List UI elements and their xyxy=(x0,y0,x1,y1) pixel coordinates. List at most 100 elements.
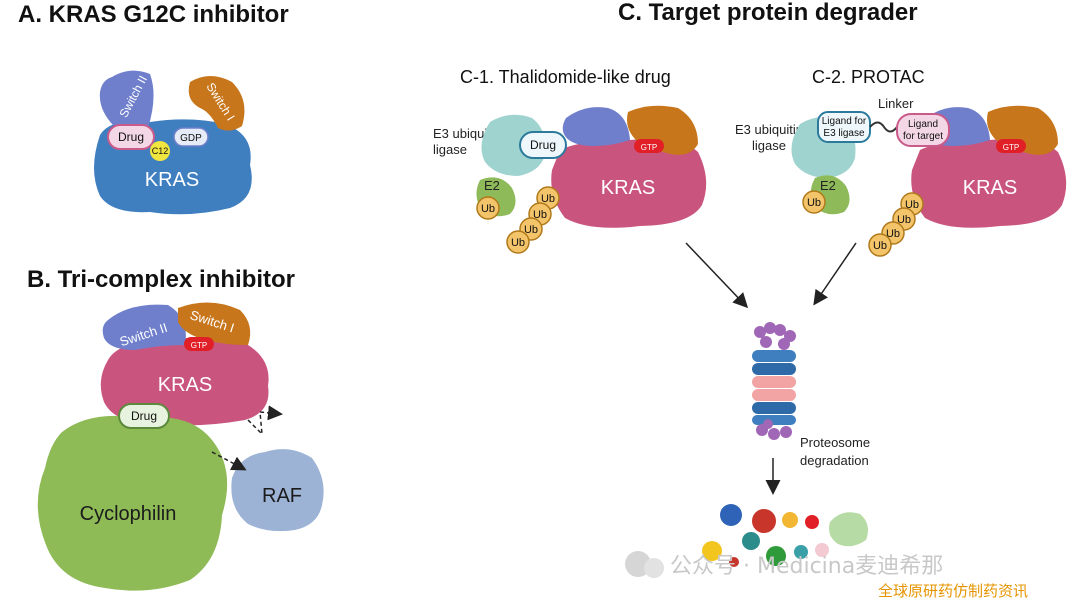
fragment-gold xyxy=(702,541,722,561)
c12-residue-a xyxy=(150,141,170,161)
kras-b-label: KRAS xyxy=(158,374,212,396)
drug-pill-b-label: Drug xyxy=(131,409,157,423)
arrow-c2-to-proteasome xyxy=(813,242,857,306)
section-a-title: A. KRAS G12C inhibitor xyxy=(18,1,289,28)
gdp-pill-a-label: GDP xyxy=(180,133,202,144)
switch-ii-a xyxy=(99,70,154,134)
c1-gtp-pill xyxy=(634,139,664,153)
cyclophilin-label: Cyclophilin xyxy=(80,503,177,525)
c2-kras-protein xyxy=(911,138,1067,228)
proteasome-ring-1 xyxy=(752,350,796,362)
c1-ub-1 xyxy=(476,196,500,220)
gdp-pill-a xyxy=(173,127,209,147)
proteasome-ring-4 xyxy=(752,389,796,401)
fragment-blue xyxy=(720,504,742,526)
kras-a-label: KRAS xyxy=(145,169,199,191)
c2-gtp-pill xyxy=(996,139,1026,153)
fragment-teal xyxy=(742,532,760,550)
drug-pill-a xyxy=(107,124,155,150)
proteasome-ring-5 xyxy=(752,402,796,414)
c2-ligand-target-line1: Ligand xyxy=(908,119,938,130)
c1-ub-4-label: Ub xyxy=(524,224,538,236)
fragment-yellow xyxy=(782,512,798,528)
c1-e2-label: E2 xyxy=(484,178,500,193)
c2-e3-label-line2: ligase xyxy=(752,138,786,153)
raf-protein xyxy=(231,449,324,532)
drug-pill-b xyxy=(118,403,170,429)
fragment-small-red xyxy=(805,515,819,529)
c1-ub-5-label: Ub xyxy=(511,237,525,249)
c2-ligand-e3-line2: E3 ligase xyxy=(823,128,865,139)
kras-raf-dashed-arrow xyxy=(247,405,283,436)
c2-kras-label: KRAS xyxy=(963,177,1017,199)
cyclophilin xyxy=(37,415,228,591)
proteasome-cap-bottom xyxy=(756,419,792,440)
c2-ligand-e3-line1: Ligand for xyxy=(822,116,867,127)
c1-kras-protein xyxy=(551,138,707,228)
c1-drug-label: Drug xyxy=(530,138,556,152)
section-c-title: C. Target protein degrader xyxy=(618,0,918,26)
switch-i-a xyxy=(188,76,245,131)
gtp-pill-b-label: GTP xyxy=(191,341,207,350)
proteasome xyxy=(752,322,796,440)
c2-ub-5-label: Ub xyxy=(873,240,887,252)
c1-ub-3-label: Ub xyxy=(533,209,547,221)
fragment-pink xyxy=(815,543,829,557)
arrow-c1-to-proteasome xyxy=(685,242,749,309)
proteasome-cap-top xyxy=(754,322,796,350)
raf-label: RAF xyxy=(262,485,302,507)
c2-ub-1-label: Ub xyxy=(807,197,821,209)
watermark: 公众号 · Medicina麦迪希那 全球原研药仿制药资讯 xyxy=(625,551,1028,600)
c2-ligand-target-pill xyxy=(896,113,950,147)
c2-ub-5 xyxy=(868,233,892,257)
c2-ub-3-label: Ub xyxy=(897,214,911,226)
switch-ii-b xyxy=(102,304,186,350)
fragment-green xyxy=(766,546,786,566)
fragment-tiny-red xyxy=(729,557,739,567)
c2-ub-chain: Ub Ub Ub Ub Ub xyxy=(802,190,924,257)
degraded-fragments xyxy=(702,504,868,567)
c2-linker-line xyxy=(869,121,898,133)
c1-ub-chain: Ub Ub Ub Ub Ub xyxy=(476,186,560,254)
panel-b: Switch II Switch I GTP KRAS Cyclophilin … xyxy=(37,302,324,591)
switch-i-b xyxy=(178,302,251,345)
c1-e3-ligase xyxy=(481,114,546,176)
proteasome-ring-3 xyxy=(752,376,796,388)
c1-ub-2-label: Ub xyxy=(541,193,555,205)
c1-drug-pill xyxy=(519,131,567,159)
c12-label-a: C12 xyxy=(152,146,169,156)
c2-ub-4-label: Ub xyxy=(886,228,900,240)
proteasome-label-line1: Proteosome xyxy=(800,435,870,450)
proteasome-ring-2 xyxy=(752,363,796,375)
watermark-line2: 全球原研药仿制药资讯 xyxy=(878,582,1028,600)
c2-e2-label: E2 xyxy=(820,178,836,193)
c1-gtp-label: GTP xyxy=(641,143,657,152)
c2-e3-label-line1: E3 ubiquitin xyxy=(735,122,803,137)
watermark-line1: 公众号 · Medicina麦迪希那 xyxy=(670,554,943,579)
drug-pill-a-label: Drug xyxy=(118,130,144,144)
c1-kras-label: KRAS xyxy=(601,177,655,199)
fragment-light-green xyxy=(829,512,868,547)
section-c2-title: C-2. PROTAC xyxy=(812,67,925,87)
gtp-pill-b xyxy=(184,337,214,351)
c2-ligand-target-line2: for target xyxy=(903,131,943,142)
c2-ub-2-label: Ub xyxy=(905,199,919,211)
panel-c1: E3 ubiquitin ligase Drug GTP KRAS E2 Ub … xyxy=(433,105,707,254)
c1-e3-label-line2: ligase xyxy=(433,142,467,157)
c1-ub-5 xyxy=(506,230,530,254)
section-c1-title: C-1. Thalidomide-like drug xyxy=(460,67,671,87)
proteasome-ring-6 xyxy=(752,415,796,425)
fragment-red xyxy=(752,509,776,533)
c2-linker-label: Linker xyxy=(878,96,914,111)
c1-ub-1-label: Ub xyxy=(481,203,495,215)
section-b-title: B. Tri-complex inhibitor xyxy=(27,266,295,293)
c1-switch-ii xyxy=(562,107,630,146)
c2-gtp-label: GTP xyxy=(1003,143,1019,152)
panel-c2: E3 ubiquitin ligase Linker Ligand for E3… xyxy=(735,96,1067,257)
c2-ub-1 xyxy=(802,190,826,214)
proteasome-label-line2: degradation xyxy=(800,453,869,468)
fragment-cyan xyxy=(794,545,808,559)
panel-a: Switch II Switch I Drug GDP C12 KRAS xyxy=(94,70,252,215)
